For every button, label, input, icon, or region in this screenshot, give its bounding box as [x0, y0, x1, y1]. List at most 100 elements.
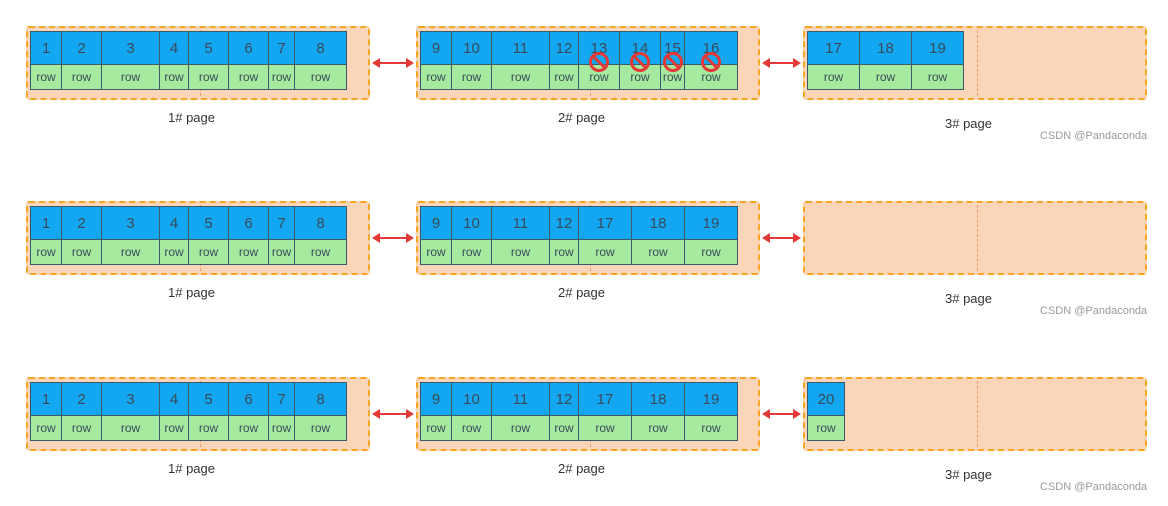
- page-midline: [977, 205, 978, 271]
- row-cell: row: [451, 64, 492, 90]
- row-cell: row: [684, 415, 738, 441]
- row-cell: row: [549, 415, 579, 441]
- key-cell: 13: [578, 31, 620, 65]
- row-cell: row: [61, 64, 102, 90]
- row-cell: row: [268, 64, 295, 90]
- key-cell: 5: [188, 31, 229, 65]
- key-cell: 12: [549, 31, 579, 65]
- row-cell: row: [294, 239, 347, 265]
- row-cell: row: [491, 415, 550, 441]
- key-cell: 18: [859, 31, 912, 65]
- key-cell: 20: [807, 382, 845, 416]
- row-cell: row: [631, 239, 685, 265]
- row-cell: row: [268, 415, 295, 441]
- key-cell: 17: [807, 31, 860, 65]
- key-cell: 10: [451, 206, 492, 240]
- key-cell: 18: [631, 382, 685, 416]
- row-cell: row: [631, 415, 685, 441]
- key-cell: 10: [451, 382, 492, 416]
- row-cell: row: [228, 64, 269, 90]
- watermark: CSDN @Pandaconda: [1040, 130, 1148, 142]
- row-cell: row: [859, 64, 912, 90]
- double-headed-arrow-icon: [372, 233, 414, 243]
- key-cell: 11: [491, 206, 550, 240]
- page-midline: [977, 381, 978, 447]
- row-cell: row: [420, 64, 452, 90]
- row-cell: row: [549, 239, 579, 265]
- double-headed-arrow-icon: [372, 409, 414, 419]
- row-cell: row: [61, 415, 102, 441]
- row-cell: row: [420, 415, 452, 441]
- row-cell: row: [807, 64, 860, 90]
- key-cell: 19: [911, 31, 964, 65]
- key-cell: 7: [268, 382, 295, 416]
- key-cell: 17: [578, 382, 632, 416]
- row-cell: row: [451, 239, 492, 265]
- page-label: 1# page: [168, 461, 215, 476]
- row-cell: row: [30, 239, 62, 265]
- key-cell: 17: [578, 206, 632, 240]
- key-cell: 12: [549, 206, 579, 240]
- key-cell: 14: [619, 31, 661, 65]
- key-cell: 6: [228, 382, 269, 416]
- page-midline: [977, 30, 978, 96]
- row-cell: row: [684, 239, 738, 265]
- key-cell: 9: [420, 382, 452, 416]
- row-cell: row: [660, 64, 685, 90]
- key-cell: 5: [188, 206, 229, 240]
- row-cell: row: [101, 239, 160, 265]
- row-cell: row: [578, 415, 632, 441]
- double-headed-arrow-icon: [762, 233, 801, 243]
- row-cell: row: [807, 415, 845, 441]
- watermark: CSDN @Pandaconda: [1040, 481, 1148, 493]
- key-cell: 8: [294, 31, 347, 65]
- key-cell: 3: [101, 31, 160, 65]
- key-cell: 6: [228, 206, 269, 240]
- key-cell: 1: [30, 382, 62, 416]
- key-cell: 19: [684, 382, 738, 416]
- page-label: 2# page: [558, 461, 605, 476]
- page-3-box: [803, 201, 1147, 275]
- row-cell: row: [578, 64, 620, 90]
- row-cell: row: [101, 415, 160, 441]
- key-cell: 2: [61, 206, 102, 240]
- page-label: 3# page: [945, 116, 992, 131]
- key-cell: 15: [660, 31, 685, 65]
- key-cell: 4: [159, 382, 189, 416]
- page-label: 1# page: [168, 285, 215, 300]
- key-cell: 10: [451, 31, 492, 65]
- row-cell: row: [188, 239, 229, 265]
- key-cell: 8: [294, 206, 347, 240]
- row-cell: row: [228, 239, 269, 265]
- row-cell: row: [159, 415, 189, 441]
- key-cell: 16: [684, 31, 738, 65]
- key-cell: 19: [684, 206, 738, 240]
- row-cell: row: [578, 239, 632, 265]
- key-cell: 7: [268, 206, 295, 240]
- key-cell: 7: [268, 31, 295, 65]
- row-cell: row: [451, 415, 492, 441]
- page-label: 1# page: [168, 110, 215, 125]
- row-cell: row: [30, 64, 62, 90]
- key-cell: 4: [159, 31, 189, 65]
- page-label: 3# page: [945, 291, 992, 306]
- double-headed-arrow-icon: [762, 58, 801, 68]
- double-headed-arrow-icon: [762, 409, 801, 419]
- key-cell: 9: [420, 206, 452, 240]
- key-cell: 12: [549, 382, 579, 416]
- row-cell: row: [101, 64, 160, 90]
- key-cell: 2: [61, 31, 102, 65]
- key-cell: 3: [101, 382, 160, 416]
- row-cell: row: [549, 64, 579, 90]
- row-cell: row: [228, 415, 269, 441]
- key-cell: 6: [228, 31, 269, 65]
- row-cell: row: [491, 64, 550, 90]
- key-cell: 8: [294, 382, 347, 416]
- row-cell: row: [420, 239, 452, 265]
- row-cell: row: [188, 415, 229, 441]
- page-label: 2# page: [558, 110, 605, 125]
- row-cell: row: [268, 239, 295, 265]
- row-cell: row: [61, 239, 102, 265]
- row-cell: row: [684, 64, 738, 90]
